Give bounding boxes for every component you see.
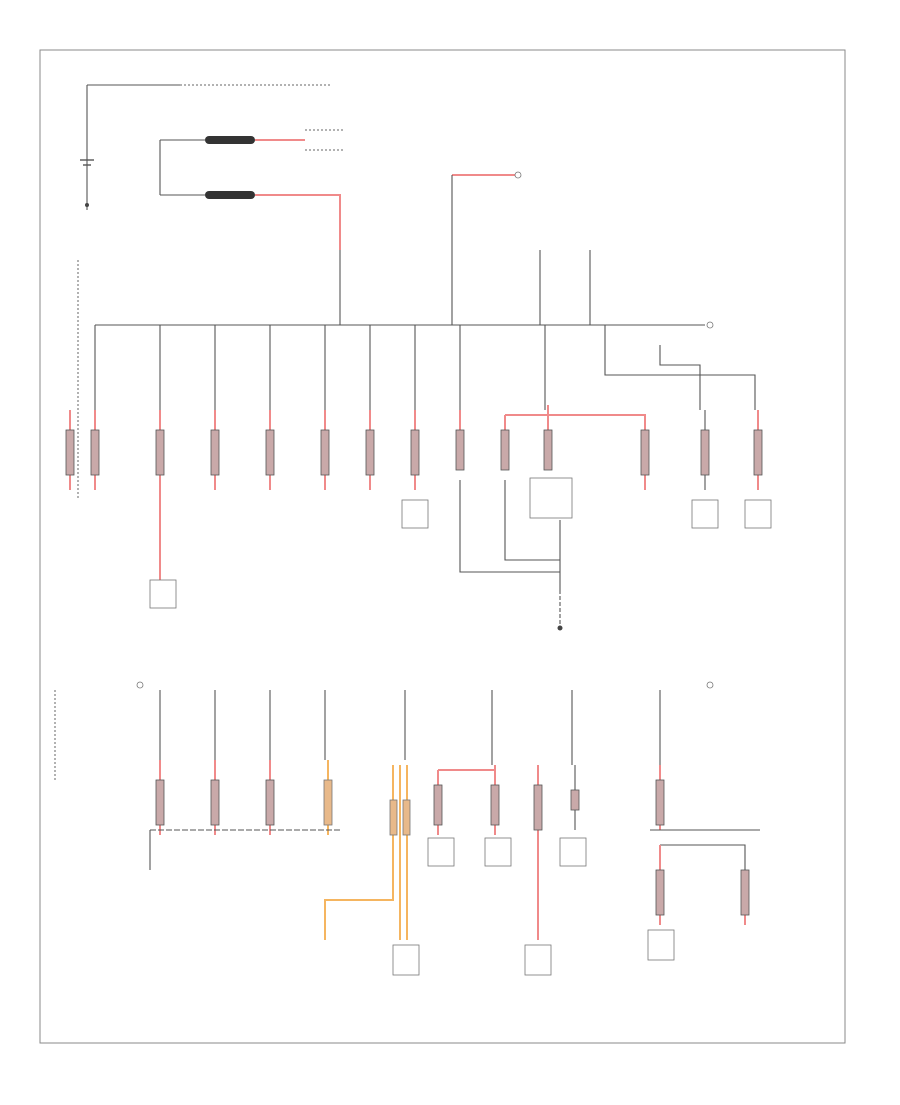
upper-fuse-9a [500,429,510,471]
upper-fuse-row [65,405,763,580]
battery-section [77,84,330,500]
relay-ground-wire-1 [459,480,560,573]
orange-wire-left [324,765,394,940]
upper-right-feed [451,171,591,325]
fusible-link-1 [205,136,255,144]
lower-right-branch [660,844,746,870]
component-box-3 [691,499,719,529]
lower-fuse-row [149,760,340,870]
orange-fuse-left [389,799,398,836]
lower-component-box-4 [524,944,552,976]
orange-harness [324,765,420,976]
upper-fuse-drops [94,325,756,410]
upper-fuse-10 [640,429,650,476]
lower-component-box-2 [484,837,512,867]
lower-fuse-9 [655,779,665,826]
lower-component-box-1 [427,837,455,867]
component-box-4 [744,499,772,529]
upper-fuse-1a [65,429,75,476]
lower-fuse-11 [740,869,750,916]
upper-red-9-branch [505,414,646,490]
component-box-2 [401,499,429,529]
lower-red-branches [433,765,760,940]
orange-component-box [392,944,420,976]
upper-fuse-1b [90,429,100,476]
upper-fuse-5 [320,429,330,476]
lower-fuse-1 [155,779,165,826]
lower-fuse-6 [490,784,500,826]
lower-fuse-7 [533,784,543,831]
drop-10 [604,325,756,410]
lower-component-box-5 [647,929,675,961]
upper-fuse-7 [410,429,420,476]
lower-right-connector [706,681,714,689]
diagram-frame [39,49,846,1044]
upper-fuse-9b [543,429,553,471]
relay-box [529,477,573,519]
lower-components [427,837,675,976]
upper-fuse-8 [455,429,465,471]
upper-feed-connector [514,171,522,179]
ground-node-upper [557,625,563,631]
drop-11 [659,345,701,410]
relay-ground-wire-2 [504,480,560,561]
lower-fuse-8 [570,789,580,811]
lower-left-connector [136,681,144,689]
upper-components [149,499,772,609]
upper-fuse-11 [700,429,710,476]
lower-component-box-3 [559,837,587,867]
upper-fuse-3 [210,429,220,476]
upper-relay-region [459,477,573,631]
fusible-links [159,129,345,325]
upper-bus-connector [706,321,714,329]
fusible-link-2-out [255,194,341,250]
lower-fuse-drops [159,690,661,765]
upper-fuse-6 [365,429,375,476]
upper-fuse-4 [265,429,275,476]
lower-fuse-5 [433,784,443,826]
fusible-link-2 [205,191,255,199]
lower-fuse-3 [265,779,275,826]
lower-fuse-2 [210,779,220,826]
battery-ground-node [85,203,89,207]
component-box-1 [149,579,177,609]
upper-fuse-12 [753,429,763,476]
lower-fuse-4 [323,779,333,826]
orange-fuse-right [402,799,411,836]
lower-fuse-10 [655,869,665,916]
upper-fuse-2 [155,429,165,476]
